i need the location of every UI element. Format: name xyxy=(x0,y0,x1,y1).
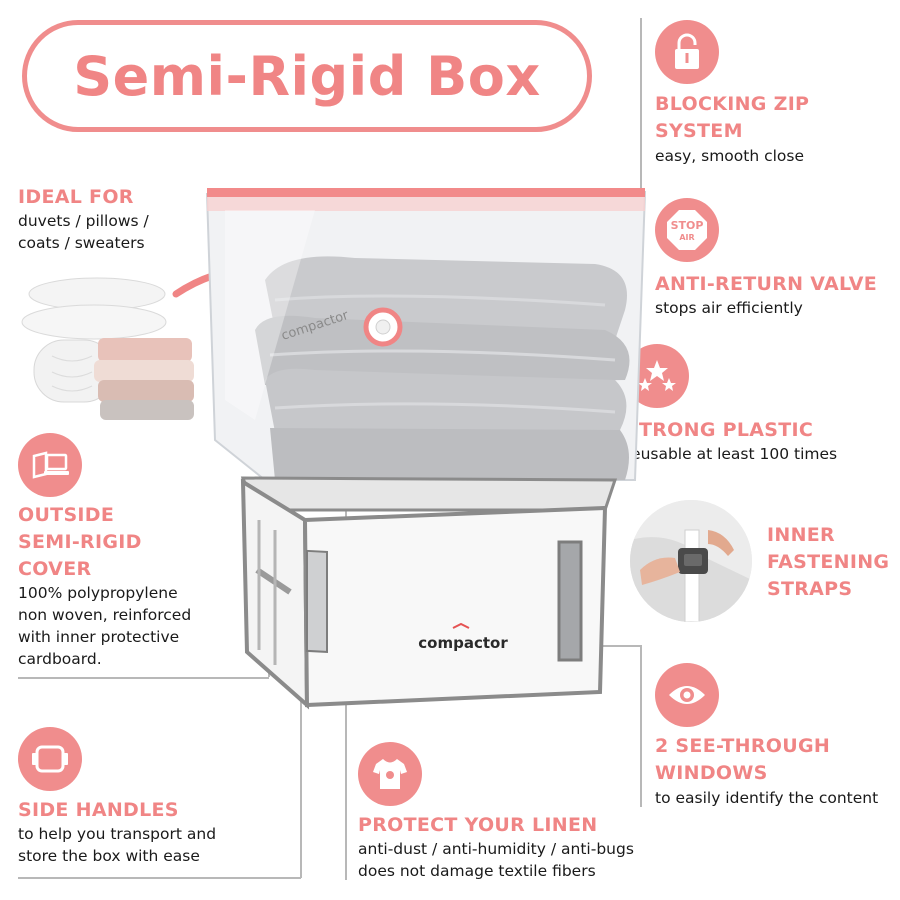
shirt-icon xyxy=(358,742,422,806)
inner-straps-heading: INNER FASTENING STRAPS xyxy=(767,522,889,603)
blocking-zip-desc: easy, smooth close xyxy=(655,147,805,165)
outside-cover-heading: OUTSIDE SEMI-RIGID COVER xyxy=(18,502,142,583)
outside-cover-line: 100% polypropylene xyxy=(18,584,178,602)
protect-linen-line: anti-dust / anti-humidity / anti-bugs xyxy=(358,840,634,858)
see-through-heading: 2 SEE-THROUGH WINDOWS xyxy=(655,733,830,787)
outside-cover-heading-line: COVER xyxy=(18,558,92,580)
pillows-clothes-image xyxy=(21,277,194,420)
inner-straps-heading-line: INNER xyxy=(767,524,835,546)
blocking-zip-heading-line: SYSTEM xyxy=(655,120,743,142)
blocking-zip-heading: BLOCKING ZIP SYSTEM xyxy=(655,91,809,145)
eye-icon xyxy=(655,663,719,727)
windows-pointer-line xyxy=(590,645,641,647)
outside-cover-line: non woven, reinforced xyxy=(18,606,192,624)
inner-straps-heading-line: FASTENING xyxy=(767,551,890,573)
windows-pointer-line-v xyxy=(640,645,642,807)
laptop-cover-icon xyxy=(18,433,82,497)
outside-cover-heading-line: SEMI-RIGID xyxy=(18,531,142,553)
protect-linen-line: does not damage textile fibers xyxy=(358,862,596,880)
ideal-for-line: coats / sweaters xyxy=(18,234,145,252)
protect-linen-desc: anti-dust / anti-humidity / anti-bugs do… xyxy=(358,838,634,882)
strap-photo xyxy=(630,500,752,622)
anti-return-desc: stops air efficiently xyxy=(655,299,803,317)
blocking-zip-heading-line: BLOCKING ZIP xyxy=(655,93,810,115)
outside-cover-desc: 100% polypropylene non woven, reinforced… xyxy=(18,582,191,670)
cover-pointer-line xyxy=(18,677,269,679)
ideal-for-desc: duvets / pillows / coats / sweaters xyxy=(18,210,149,254)
strong-plastic-heading: STRONG PLASTIC xyxy=(625,419,814,441)
side-handles-desc: to help you transport and store the box … xyxy=(18,823,216,867)
air-text: AIR xyxy=(679,233,694,242)
outside-cover-line: with inner protective xyxy=(18,628,180,646)
side-handles-line: store the box with ease xyxy=(18,847,200,865)
handles-pointer-line xyxy=(18,877,301,879)
outside-cover-line: cardboard. xyxy=(18,650,102,668)
see-through-heading-line: 2 SEE-THROUGH xyxy=(655,735,831,757)
page-title: Semi-Rigid Box xyxy=(73,44,541,108)
box-brand: compactor xyxy=(418,634,508,652)
divider-line xyxy=(640,18,642,190)
lock-icon xyxy=(655,20,719,84)
protect-linen-heading: PROTECT YOUR LINEN xyxy=(358,814,598,836)
stop-text: STOP xyxy=(671,219,704,232)
product-image: compactor compactor xyxy=(205,188,647,710)
see-through-heading-line: WINDOWS xyxy=(655,762,768,784)
outside-cover-heading-line: OUTSIDE xyxy=(18,504,115,526)
ideal-for-heading: IDEAL FOR xyxy=(18,186,134,208)
handle-icon xyxy=(18,727,82,791)
see-through-desc: to easily identify the content xyxy=(655,789,879,807)
side-handles-heading: SIDE HANDLES xyxy=(18,799,179,821)
strong-plastic-desc: reusable at least 100 times xyxy=(625,445,838,463)
title-pill: Semi-Rigid Box xyxy=(22,20,592,132)
stop-air-icon: STOP AIR xyxy=(655,198,719,262)
inner-straps-heading-line: STRAPS xyxy=(767,578,853,600)
side-handles-line: to help you transport and xyxy=(18,825,217,843)
ideal-for-line: duvets / pillows / xyxy=(18,212,149,230)
handles-pointer-line-v xyxy=(300,590,302,878)
anti-return-heading: ANTI-RETURN VALVE xyxy=(655,273,878,295)
